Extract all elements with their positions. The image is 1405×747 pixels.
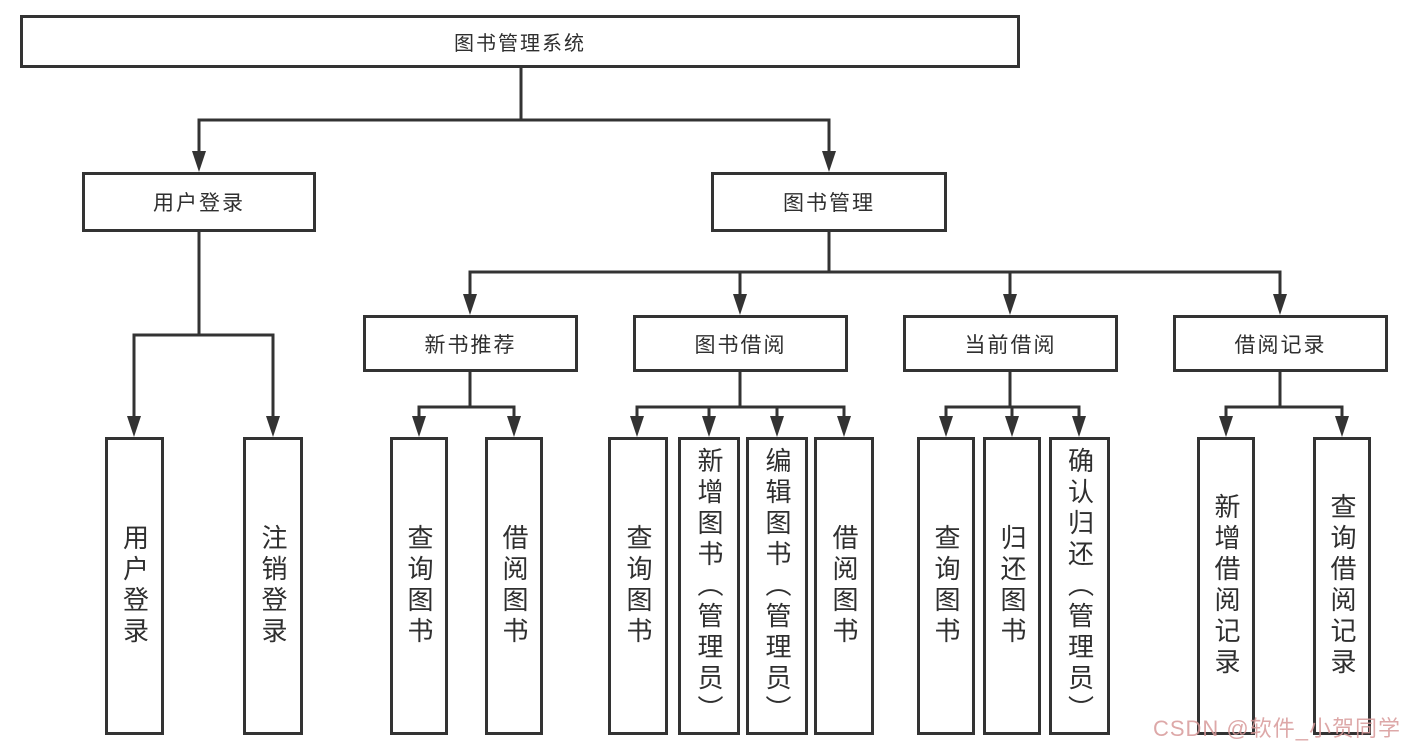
node-leaf-bb-edit-books: 编辑图书（管理员） xyxy=(746,437,808,735)
node-leaf-br-add-record: 新增借阅记录 xyxy=(1197,437,1255,735)
node-book-borrow: 图书借阅 xyxy=(633,315,848,372)
node-leaf-bb-add-books: 新增图书（管理员） xyxy=(678,437,740,735)
node-leaf-bb-edit-books-label: 编辑图书（管理员） xyxy=(762,446,792,726)
node-leaf-cb-return-books: 归还图书 xyxy=(983,437,1041,735)
connector-current-borrow-children xyxy=(944,372,1081,420)
node-user-login-label: 用户登录 xyxy=(153,192,245,215)
node-book-mgmt-label: 图书管理 xyxy=(783,192,875,215)
node-current-borrow: 当前借阅 xyxy=(903,315,1118,372)
node-leaf-user-login-label: 用户登录 xyxy=(119,524,150,648)
node-leaf-bb-query-books-label: 查询图书 xyxy=(623,524,653,648)
node-leaf-br-add-record-label: 新增借阅记录 xyxy=(1211,493,1241,679)
connector-new-book-rec-children xyxy=(417,372,516,420)
node-leaf-cb-query-books-label: 查询图书 xyxy=(931,524,961,648)
watermark: CSDN @软件_小贺同学 xyxy=(1152,716,1401,741)
node-leaf-rec-borrow-books: 借阅图书 xyxy=(485,437,543,735)
node-leaf-cb-confirm-return: 确认归还（管理员） xyxy=(1049,437,1110,735)
node-current-borrow-label: 当前借阅 xyxy=(964,333,1057,357)
node-leaf-bb-query-books: 查询图书 xyxy=(608,437,668,735)
node-leaf-bb-add-books-label: 新增图书（管理员） xyxy=(694,446,724,726)
node-leaf-br-query-record-label: 查询借阅记录 xyxy=(1327,493,1357,679)
connector-borrow-record-children xyxy=(1224,372,1344,420)
node-borrow-record: 借阅记录 xyxy=(1173,315,1388,372)
node-leaf-rec-query-books-label: 查询图书 xyxy=(404,524,434,648)
node-leaf-cb-return-books-label: 归还图书 xyxy=(997,524,1027,648)
connector-book-mgmt-children xyxy=(468,232,1282,298)
node-root-label: 图书管理系统 xyxy=(454,33,586,55)
node-user-login: 用户登录 xyxy=(82,172,316,232)
node-root: 图书管理系统 xyxy=(20,15,1020,68)
connector-book-borrow-children xyxy=(635,372,846,420)
node-leaf-rec-borrow-books-label: 借阅图书 xyxy=(499,524,529,648)
node-borrow-record-label: 借阅记录 xyxy=(1234,333,1327,357)
node-book-borrow-label: 图书借阅 xyxy=(694,333,787,357)
node-leaf-rec-query-books: 查询图书 xyxy=(390,437,448,735)
node-book-mgmt: 图书管理 xyxy=(711,172,947,232)
arrowheads xyxy=(127,151,1349,437)
node-leaf-logout: 注销登录 xyxy=(243,437,303,735)
node-leaf-br-query-record: 查询借阅记录 xyxy=(1313,437,1371,735)
node-leaf-bb-borrow-books-label: 借阅图书 xyxy=(829,524,859,648)
node-leaf-logout-label: 注销登录 xyxy=(258,524,288,648)
node-leaf-user-login: 用户登录 xyxy=(105,437,164,735)
node-leaf-cb-confirm-return-label: 确认归还（管理员） xyxy=(1064,446,1095,726)
node-new-book-rec-label: 新书推荐 xyxy=(424,333,517,357)
node-leaf-cb-query-books: 查询图书 xyxy=(917,437,975,735)
connector-user-login-children xyxy=(132,232,275,420)
node-new-book-rec: 新书推荐 xyxy=(363,315,578,372)
connector-root-children xyxy=(197,68,831,155)
node-leaf-bb-borrow-books: 借阅图书 xyxy=(814,437,874,735)
